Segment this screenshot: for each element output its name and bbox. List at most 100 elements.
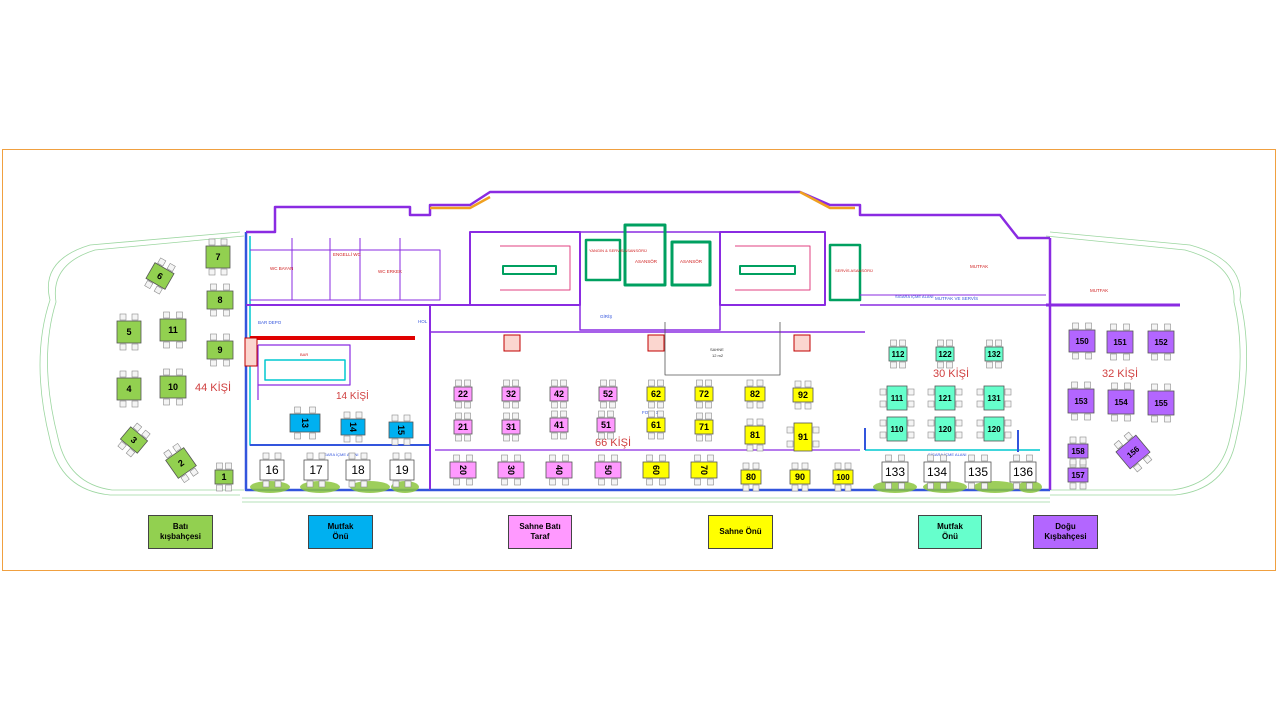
table-132[interactable]: 132 xyxy=(984,339,1004,369)
table-81[interactable]: 81 xyxy=(744,418,766,452)
table-120[interactable]: 120 xyxy=(976,416,1012,442)
chair xyxy=(600,379,607,387)
table-2[interactable]: 2 xyxy=(162,442,201,484)
table-136[interactable]: 136 xyxy=(1009,454,1037,490)
table-92[interactable]: 92 xyxy=(792,380,814,410)
table-number: 72 xyxy=(699,389,709,399)
chair xyxy=(696,379,703,387)
room-label-bar-depo: BAR DEPO xyxy=(258,320,282,325)
table-72[interactable]: 72 xyxy=(694,379,714,409)
table-31[interactable]: 31 xyxy=(501,412,521,442)
table-90[interactable]: 90 xyxy=(789,462,811,492)
table-121[interactable]: 121 xyxy=(927,385,963,411)
table-3[interactable]: 3 xyxy=(116,421,152,458)
table-9[interactable]: 9 xyxy=(206,333,234,367)
table-157[interactable]: 157 xyxy=(1067,460,1089,490)
table-41[interactable]: 41 xyxy=(549,410,569,440)
table-52[interactable]: 52 xyxy=(598,379,618,409)
chair xyxy=(885,482,892,490)
chair xyxy=(659,478,666,486)
table-16[interactable]: 16 xyxy=(259,452,285,488)
room-label-servis-asansor: SERVİS ASANSÖRÜ xyxy=(835,268,873,273)
chair xyxy=(343,411,351,419)
room-label-sigara-2: SİGARA İÇME ALANI xyxy=(928,452,966,457)
table-80[interactable]: 80 xyxy=(740,462,762,492)
table-61[interactable]: 61 xyxy=(646,410,666,440)
table-number: 41 xyxy=(554,420,564,430)
chair xyxy=(343,435,351,443)
table-82[interactable]: 82 xyxy=(744,379,766,409)
table-62[interactable]: 62 xyxy=(646,379,666,409)
table-71[interactable]: 71 xyxy=(694,412,714,442)
chair xyxy=(907,431,915,439)
table-111[interactable]: 111 xyxy=(879,385,915,411)
table-19[interactable]: 19 xyxy=(389,452,415,488)
table-60[interactable]: 60 xyxy=(642,454,670,486)
chair xyxy=(1072,322,1079,330)
table-6[interactable]: 6 xyxy=(142,257,177,296)
chair xyxy=(466,454,473,462)
table-150[interactable]: 150 xyxy=(1068,322,1096,360)
table-112[interactable]: 112 xyxy=(888,339,908,369)
table-20[interactable]: 20 xyxy=(449,454,477,486)
table-17[interactable]: 17 xyxy=(303,452,329,488)
room-label-giris: GİRİŞ xyxy=(600,313,612,319)
table-8[interactable]: 8 xyxy=(206,283,234,317)
table-13[interactable]: 13 xyxy=(289,406,321,440)
table-number: 52 xyxy=(603,389,613,399)
table-42[interactable]: 42 xyxy=(549,379,569,409)
table-1[interactable]: 1 xyxy=(214,462,234,492)
table-133[interactable]: 133 xyxy=(881,454,909,490)
chair xyxy=(1124,382,1131,390)
chair xyxy=(176,311,183,319)
table-131[interactable]: 131 xyxy=(976,385,1012,411)
table-40[interactable]: 40 xyxy=(545,454,573,486)
chair xyxy=(844,462,852,470)
table-22[interactable]: 22 xyxy=(453,379,473,409)
room-label-sigara-1: SİGARA İÇME ALANI xyxy=(320,452,358,457)
table-151[interactable]: 151 xyxy=(1106,323,1134,361)
table-21[interactable]: 21 xyxy=(453,412,473,442)
table-50[interactable]: 50 xyxy=(594,454,622,486)
table-number: 62 xyxy=(651,389,661,399)
table-surface xyxy=(596,417,616,433)
table-120[interactable]: 120 xyxy=(927,416,963,442)
table-100[interactable]: 100 xyxy=(832,462,854,492)
table-32[interactable]: 32 xyxy=(501,379,521,409)
table-15[interactable]: 15 xyxy=(388,414,414,446)
table-155[interactable]: 155 xyxy=(1147,383,1175,423)
table-4[interactable]: 4 xyxy=(116,370,142,408)
table-5[interactable]: 5 xyxy=(116,313,142,351)
table-134[interactable]: 134 xyxy=(923,454,951,490)
table-153[interactable]: 153 xyxy=(1067,381,1095,421)
chair xyxy=(464,401,471,409)
table-152[interactable]: 152 xyxy=(1147,323,1175,361)
chair xyxy=(657,401,664,409)
table-70[interactable]: 70 xyxy=(690,454,718,486)
chair xyxy=(927,419,935,427)
table-surface xyxy=(642,461,670,479)
table-158[interactable]: 158 xyxy=(1067,436,1089,466)
table-7[interactable]: 7 xyxy=(205,238,231,276)
table-135[interactable]: 135 xyxy=(964,454,992,490)
table-91[interactable]: 91 xyxy=(786,422,820,452)
chair xyxy=(898,482,905,490)
chair xyxy=(946,361,953,369)
table-14[interactable]: 14 xyxy=(340,411,366,443)
table-30[interactable]: 30 xyxy=(497,454,525,486)
chair xyxy=(786,426,794,434)
table-122[interactable]: 122 xyxy=(935,339,955,369)
table-156[interactable]: 156 xyxy=(1111,430,1154,474)
table-51[interactable]: 51 xyxy=(596,410,616,440)
chair xyxy=(600,401,607,409)
table-11[interactable]: 11 xyxy=(159,311,187,349)
table-number: 2 xyxy=(176,458,186,469)
chair xyxy=(907,388,915,396)
table-18[interactable]: 18 xyxy=(345,452,371,488)
chair xyxy=(694,454,701,462)
chair xyxy=(812,426,820,434)
chair xyxy=(1079,436,1087,444)
table-10[interactable]: 10 xyxy=(159,368,187,406)
table-154[interactable]: 154 xyxy=(1107,382,1135,422)
table-110[interactable]: 110 xyxy=(879,416,915,442)
